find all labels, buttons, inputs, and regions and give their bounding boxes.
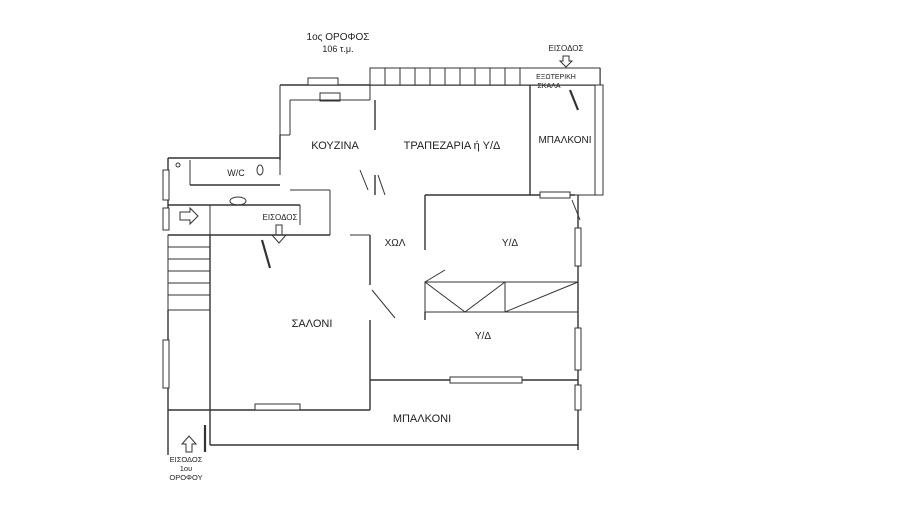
walls [167, 68, 601, 455]
entrance-first-floor-label-2: 1ου [180, 464, 192, 473]
windows [162, 67, 604, 411]
washbasin-icon [229, 196, 247, 206]
room-label-dining: ΤΡΑΠΕΖΑΡΙΑ ή Υ/Δ [404, 140, 501, 152]
entrance-top-arrow-icon [558, 55, 574, 68]
room-label-balcony-bottom: ΜΠΑΛΚΟΝΙ [393, 413, 451, 425]
entrance-mid-arrow-icon [270, 224, 288, 244]
entrance-mid-label: ΕΙΣΟΔΟΣ [263, 213, 298, 222]
staircase [167, 234, 211, 311]
entrance-corridor-arrow-icon [179, 206, 199, 226]
doors [203, 89, 581, 452]
entrance-first-floor-arrow-icon [180, 435, 198, 453]
toilet-icon [256, 164, 264, 176]
sink-icon [319, 92, 341, 102]
plan-area: 106 τ.μ. [322, 44, 353, 54]
wardrobe [424, 269, 579, 313]
fixtures [175, 92, 341, 206]
room-label-bedroom2: Υ/Δ [475, 331, 491, 342]
external-stair-label-2: ΣΚΑΛΑ [537, 83, 560, 90]
entrance-first-floor-label-3: ΟΡΟΦΟΥ [169, 473, 202, 482]
external-stair-label-1: ΕΞΩΤΕΡΙΚΗ [536, 74, 576, 81]
room-label-balcony-top: ΜΠΑΛΚΟΝΙ [538, 135, 591, 146]
entrance-top-label: ΕΙΣΟΔΟΣ [549, 44, 584, 53]
room-label-hall: ΧΩΛ [385, 238, 406, 249]
room-label-kitchen: ΚΟΥΖΙΝΑ [311, 140, 359, 152]
room-label-living: ΣΑΛΟΝΙ [292, 318, 333, 330]
entrance-first-floor-label-1: ΕΙΣΟΔΟΣ [170, 455, 203, 464]
room-label-bedroom1: Υ/Δ [502, 238, 518, 249]
room-label-wc: W/C [227, 168, 245, 178]
plan-title: 1ος ΟΡΟΦΟΣ [307, 32, 370, 43]
